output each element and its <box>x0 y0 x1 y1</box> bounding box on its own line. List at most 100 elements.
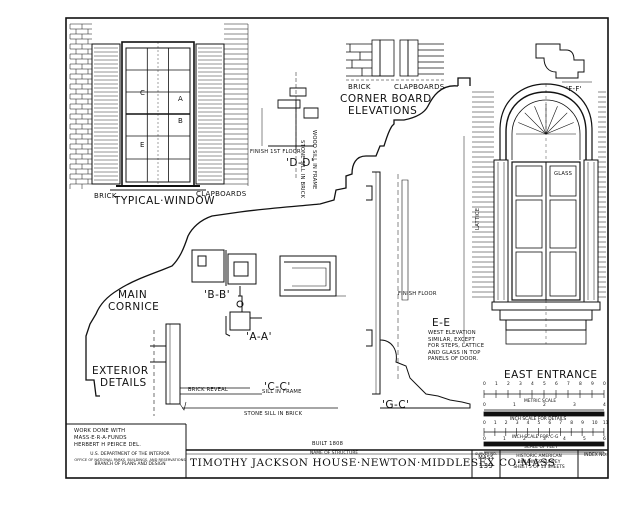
title-block <box>66 423 608 478</box>
metric-scale-label: METRIC SCALE <box>524 399 557 404</box>
feet-scale-number: 5 <box>583 437 586 442</box>
work-done-line: WORK DONE WITH <box>74 428 126 434</box>
stone-sill-brick-label: STONE SILL IN BRICK <box>244 411 303 417</box>
feet-scale-number: 6 <box>603 437 606 442</box>
east-entrance-elevation <box>463 83 606 345</box>
corner-clapboards-label: CLAPBOARDS <box>394 83 445 91</box>
west-elevation-note: WEST ELEVATION SIMILAR, EXCEPT FOR STEPS… <box>428 330 484 363</box>
agency-line: OFFICE OF NATIONAL PARKS, BUILDINGS, AND… <box>74 457 186 462</box>
ee-section-label: E-E <box>432 317 451 329</box>
metric-scale-number: 8 <box>579 382 582 387</box>
main-cornice-label-2: CORNICE <box>108 301 160 313</box>
sheet-border <box>65 17 609 479</box>
feet-scale-number: 0 <box>483 437 486 442</box>
feet-scale-number: 4 <box>563 437 566 442</box>
habs-block: HISTORIC AMERICAN BUILDINGS SURVEY SHEET… <box>500 454 578 471</box>
corner-board-elevations <box>346 39 446 81</box>
aa-section-label: 'A-A' <box>246 331 272 343</box>
metric-scale-number: 9 <box>591 382 594 387</box>
west-elevation-line: FOR STEPS, LATTICE <box>428 343 485 349</box>
metric-scale-number: 4 <box>531 382 534 387</box>
work-done-line: HERBERT H PEIRCE DEL. <box>74 441 142 448</box>
corner-brick-label: BRICK <box>348 83 371 91</box>
west-elevation-line: WEST ELEVATION <box>428 330 476 336</box>
inch-scale-number: 2 <box>504 421 508 426</box>
metric-scale-bottom-number: 2 <box>543 403 546 408</box>
inch-scale-cg-label: INCH SCALE FOR C-G <box>512 435 559 440</box>
inch-scale-number: 5 <box>537 421 541 426</box>
dd-sill-section <box>261 72 319 180</box>
inch-scale-number: 9 <box>581 421 584 426</box>
inch-scale-number: 1 <box>493 421 497 426</box>
sill-in-frame-label: SILL IN FRAME <box>262 389 302 395</box>
work-done-note: WORK DONE WITH MASS·E·R·A·FUNDS HERBERT … <box>74 428 141 448</box>
bb-section-label: 'B-B' <box>204 289 231 301</box>
corner-board-title: CORNER BOARD <box>340 93 432 105</box>
cc-section-label: 'C-C' <box>264 381 291 393</box>
exterior-details-label-2: DETAILS <box>100 377 147 389</box>
main-cornice-profile <box>85 77 471 397</box>
feet-scale-number: 3 <box>543 437 546 442</box>
habs-line: BUILDINGS SURVEY <box>517 459 561 465</box>
ff-moulding-profile <box>535 43 592 83</box>
metric-scale-number: 6 <box>555 382 558 387</box>
scale-of-feet-label: SCALE OF FEET <box>524 445 558 450</box>
inch-scale-number: 4 <box>526 421 530 426</box>
typical-window-elevation <box>69 23 249 191</box>
name-of-structure: NAME OF STRUCTURE <box>310 451 359 456</box>
feet-scale-number: 1 <box>503 437 506 442</box>
window-letter: A <box>178 95 184 103</box>
agency-line: U.S. DEPARTMENT OF THE INTERIOR <box>90 452 170 457</box>
metric-scale-bottom-number: 1 <box>513 403 516 408</box>
sheet-count: SHEET 5 OF 13 SHEETS <box>513 465 565 471</box>
inch-scale-number: 7 <box>559 421 563 426</box>
brick-reveal-label: BRICK REVEAL <box>188 387 228 393</box>
inch-scale-number: 0 <box>483 421 486 426</box>
glass-label: GLASS <box>554 171 573 177</box>
lattice-label: LATTICE <box>475 207 481 230</box>
metric-scale-bottom-number: 0 <box>483 403 486 408</box>
typical-window-label: TYPICAL·WINDOW <box>114 195 216 207</box>
cc-exterior-section <box>150 323 338 416</box>
survey-number-label: SURVEY NO. <box>475 452 497 456</box>
built-date: BUILT 1808 <box>312 441 344 447</box>
sheet-title: TIMOTHY JACKSON HOUSE·NEWTON·MIDDLESEX C… <box>190 457 556 469</box>
inch-scale-number: 11 <box>602 421 609 426</box>
agency-block: U.S. DEPARTMENT OF THE INTERIOR OFFICE O… <box>74 452 186 468</box>
window-letter: E <box>140 141 145 149</box>
index-number-label: INDEX NO. <box>584 453 608 458</box>
dd-section-label: 'D-D' <box>286 157 315 169</box>
finish-first-floor-label: FINISH 1ST FLOOR <box>250 149 301 155</box>
window-letter: C <box>140 89 146 97</box>
finish-floor-label: FINISH FLOOR <box>398 291 437 297</box>
metric-scale-number: 0 <box>483 382 486 387</box>
door-jamb-section <box>366 171 471 409</box>
survey-number: 139 <box>478 462 494 471</box>
cornice-block <box>279 255 346 297</box>
clapboards-label: CLAPBOARDS <box>196 190 247 198</box>
west-elevation-line: AND GLASS IN TOP <box>428 349 481 356</box>
stone-sill-label: STONE SILL IN BRICK <box>299 140 305 199</box>
west-elevation-line: PANELS OF DOOR. <box>428 356 479 362</box>
bb-detail <box>191 249 257 286</box>
habs-line: HISTORIC AMERICAN <box>516 454 562 459</box>
corner-board-subtitle: ELEVATIONS <box>348 105 418 117</box>
scale-bars <box>483 390 605 453</box>
window-letter: B <box>178 117 184 125</box>
main-cornice-label-1: MAIN <box>118 289 148 301</box>
metric-scale-bottom-number: 4 <box>603 403 606 408</box>
west-elevation-line: SIMILAR, EXCEPT <box>428 336 475 343</box>
brick-label: BRICK <box>94 192 117 200</box>
wood-sill-label: WOOD SILL IN FRAME <box>311 130 317 190</box>
exterior-details-label-1: EXTERIOR <box>92 365 149 377</box>
inch-scale-details-label: INCH SCALE FOR DETAILS <box>510 417 567 422</box>
inch-scale-number: 6 <box>548 421 552 426</box>
agency-line: BRANCH OF PLANS AND DESIGN <box>94 462 166 468</box>
ff-section-label: 'F-F' <box>566 85 582 93</box>
aa-detail <box>225 286 262 337</box>
metric-scale-number: 2 <box>507 382 510 387</box>
gc-section-label: 'G-C' <box>382 399 410 411</box>
feet-scale-number: 2 <box>523 437 526 442</box>
survey-number-values: SURVEY NO. MASS 139 <box>472 452 500 470</box>
work-done-line: MASS·E·R·A·FUNDS <box>74 434 127 441</box>
